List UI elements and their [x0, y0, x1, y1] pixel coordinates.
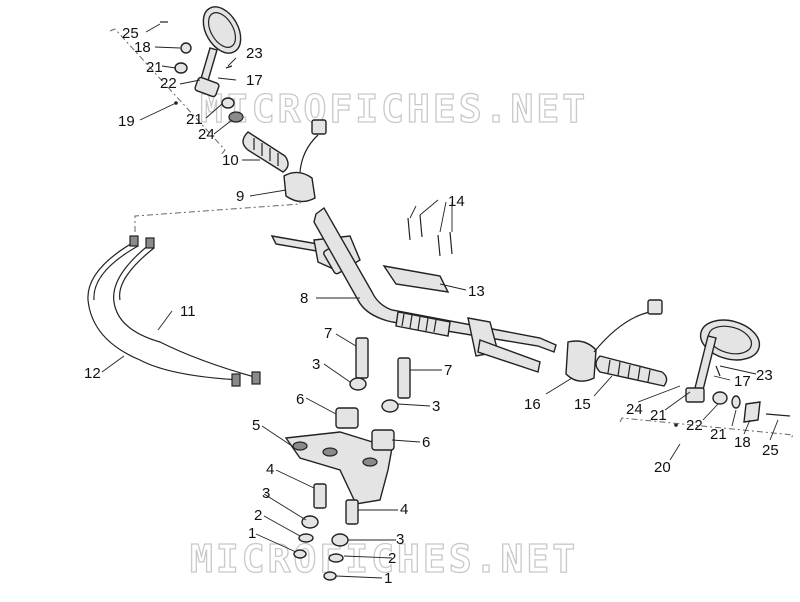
callout-6-upper: 6 [296, 391, 304, 408]
callout-19: 19 [118, 113, 135, 130]
callout-1-left: 1 [248, 525, 256, 542]
left-mirror-assembly [160, 6, 244, 123]
callout-15: 15 [574, 396, 591, 413]
link-line-9 [134, 200, 301, 232]
callout-6-lower: 6 [422, 434, 430, 451]
callout-4-left: 4 [266, 461, 274, 478]
callout-labels: 25 18 21 22 23 17 19 21 24 10 9 14 11 8 … [84, 25, 779, 587]
right-grip [595, 355, 668, 387]
callout-7-lower: 7 [444, 362, 452, 379]
bracket-20 [619, 417, 794, 441]
callout-4-right: 4 [400, 501, 408, 518]
callout-21-left-upper: 21 [146, 59, 163, 76]
callout-18-right: 18 [734, 434, 751, 451]
callout-5: 5 [252, 417, 260, 434]
callout-22-right: 22 [686, 417, 703, 434]
callout-2-right: 2 [388, 550, 396, 567]
top-clamp-stack [284, 337, 411, 581]
callout-18-left: 18 [134, 39, 151, 56]
callout-21-right-upper: 21 [650, 407, 667, 424]
callout-8: 8 [300, 290, 308, 307]
left-grip [242, 131, 289, 173]
callout-17-left: 17 [246, 72, 263, 89]
callout-11: 11 [180, 303, 196, 320]
callout-23-right: 23 [756, 367, 773, 384]
callout-25-right: 25 [762, 442, 779, 459]
callout-25-left: 25 [122, 25, 139, 42]
watermark-bottom: MICROFICHES.NET [190, 537, 578, 581]
callout-10: 10 [222, 152, 239, 169]
clamp-and-bolts [382, 214, 453, 293]
callout-16: 16 [524, 396, 541, 413]
callout-1-right: 1 [384, 570, 392, 587]
callout-21-right-lower: 21 [710, 426, 727, 443]
callout-22-left: 22 [160, 75, 177, 92]
watermark-top: MICROFICHES.NET [200, 87, 588, 131]
callout-14: 14 [448, 193, 465, 210]
right-mirror-assembly [674, 319, 791, 427]
callout-13: 13 [468, 283, 485, 300]
leader-lines [101, 23, 779, 579]
right-lever-group [467, 299, 663, 382]
callout-3-lower-left: 3 [262, 485, 270, 502]
bracket-19 [109, 28, 226, 157]
callout-23-left: 23 [246, 45, 263, 62]
cables [87, 235, 261, 387]
handlebar [313, 206, 557, 353]
callout-17-right: 17 [734, 373, 751, 390]
callout-24-left: 24 [198, 126, 215, 143]
callout-3-upper-left: 3 [312, 356, 320, 373]
callout-20: 20 [654, 459, 671, 476]
callout-3-lower-right: 3 [396, 531, 404, 548]
callout-9: 9 [236, 188, 244, 205]
callout-12: 12 [84, 365, 101, 382]
callout-24-right: 24 [626, 401, 643, 418]
callout-2-left: 2 [254, 507, 262, 524]
callout-7-upper: 7 [324, 325, 332, 342]
callout-21-left-lower: 21 [186, 111, 203, 128]
callout-3-upper-right: 3 [432, 398, 440, 415]
left-switch [283, 119, 327, 203]
